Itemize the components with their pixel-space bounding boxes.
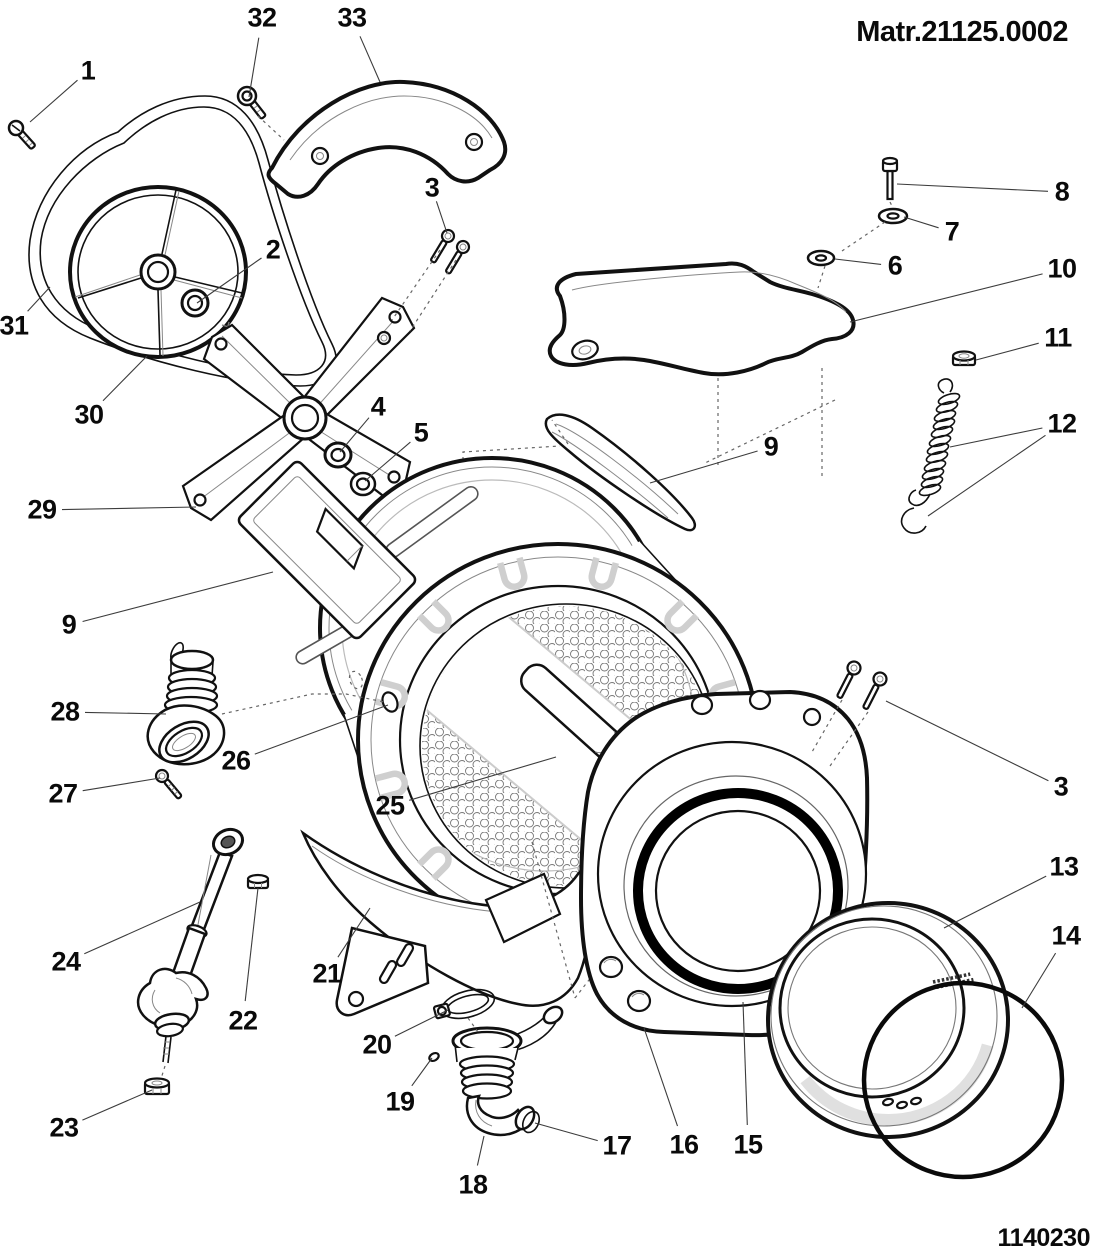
suspension-spring [908,378,961,507]
fixing-bolts-right [811,660,888,767]
lower-shield [300,829,669,1017]
spacer-ring [323,441,353,469]
drain-plug [428,1051,440,1063]
lifter-strip [544,413,697,532]
hose-clamp [432,988,496,1020]
nut-23 [143,1077,171,1096]
pressure-chamber-bellows [146,641,226,766]
washer-7 [877,207,909,225]
spring-hook [900,507,927,534]
fastener-stack-lines [817,201,894,289]
nut-22 [246,873,270,890]
top-counterweight [547,261,856,476]
large-o-ring [861,980,1065,1180]
bolt-8 [881,156,899,201]
assembly-line [257,115,285,141]
bolt [7,119,36,150]
front-counterweight [266,79,508,199]
suspension-nut [951,350,977,367]
clamp-line [467,1017,479,1033]
fixing-bolts-top [391,228,471,332]
washer-6 [806,249,836,267]
seal-ring [349,471,377,497]
drawing-title: Matr.21125.0002 [856,16,1068,48]
document-number: 1140230 [997,1224,1091,1252]
pulley-hub-bushing [180,288,210,318]
shock-absorber [136,827,245,1083]
counterweight-screw [236,85,267,120]
bolt-27 [154,768,183,800]
sump-hose [451,1005,564,1137]
door-gasket [633,788,843,994]
drum-paddle [237,460,417,640]
